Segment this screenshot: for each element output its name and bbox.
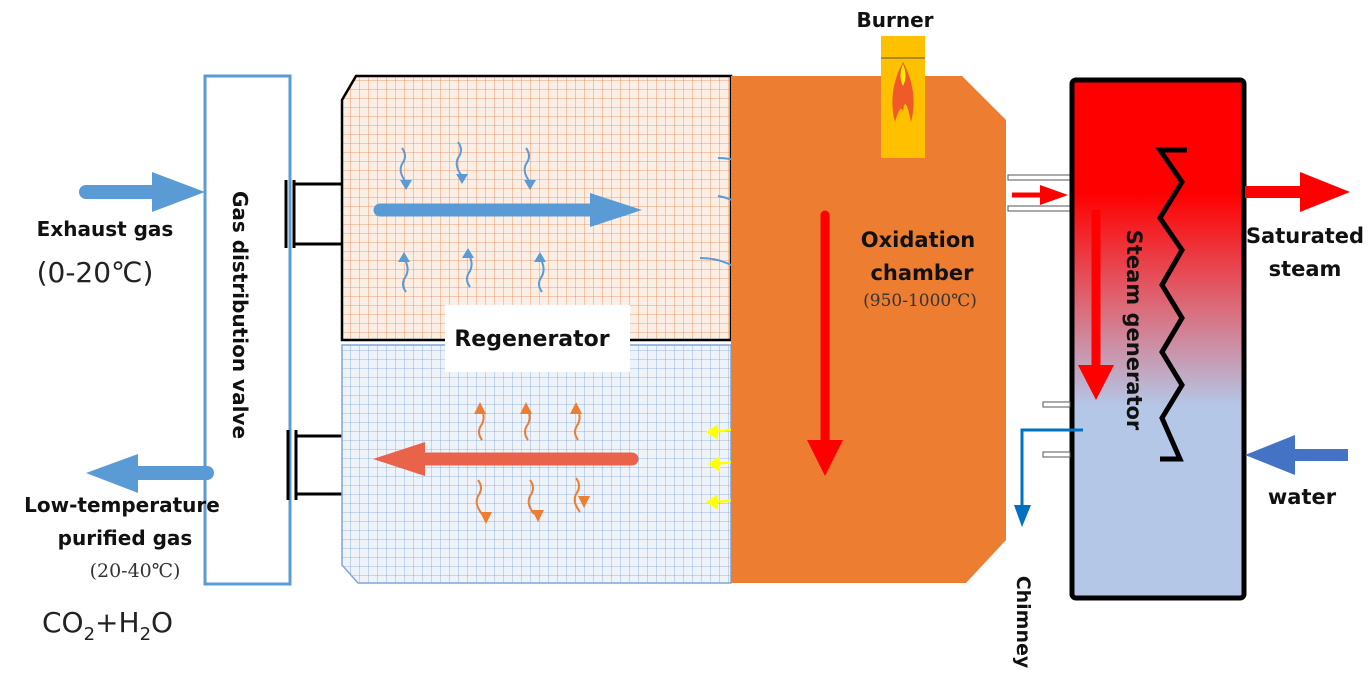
flue-pipe [1007,174,1072,212]
water-label: water [1268,485,1337,509]
steam-generator [1069,77,1247,601]
inflow-arrow-blue [373,193,642,227]
chimney-label: Chimney [1012,576,1034,669]
flame-icon [892,62,914,122]
hot-flow-arrow [807,210,843,476]
oxidation-label-1: Oxidation [861,228,975,252]
products-formula: CO2+H2O [42,606,173,645]
lower-connector [286,430,342,500]
exhaust-gas-label: Exhaust gas [37,217,174,241]
oxidation-temp-label: (950-1000℃) [863,291,977,311]
saturated-label-1: Saturated [1246,224,1364,248]
outflow-arrow-orange [373,442,639,476]
chimney-outlet [1014,401,1083,527]
steam-generator-label: Steam generator [1122,230,1146,431]
exhaust-inlet-arrow [79,172,205,212]
heating-coil [1155,147,1187,462]
oxidation-label-2: chamber [870,261,974,285]
regenerator-label-box [445,305,630,372]
low-temp-temp-label: (20-40℃) [90,560,181,582]
purified-gas-outlet-arrow [86,454,214,493]
internal-flow-arrow [1078,210,1114,400]
low-temp-label-1: Low-temperature [24,493,220,517]
gas-distribution-valve [203,74,292,586]
exhaust-temp-label: (0-20℃) [37,256,154,289]
saturated-steam-arrow [1245,172,1350,212]
burner-label: Burner [856,8,933,32]
saturated-label-2: steam [1269,257,1342,281]
oxidation-chamber [731,76,1006,583]
upper-connector [284,180,342,248]
burner [881,36,925,158]
gas-valve-label: Gas distribution valve [228,191,252,439]
regenerator-label: Regenerator [454,327,609,352]
low-temp-label-2: purified gas [58,526,193,550]
water-inlet-arrow [1245,435,1348,475]
